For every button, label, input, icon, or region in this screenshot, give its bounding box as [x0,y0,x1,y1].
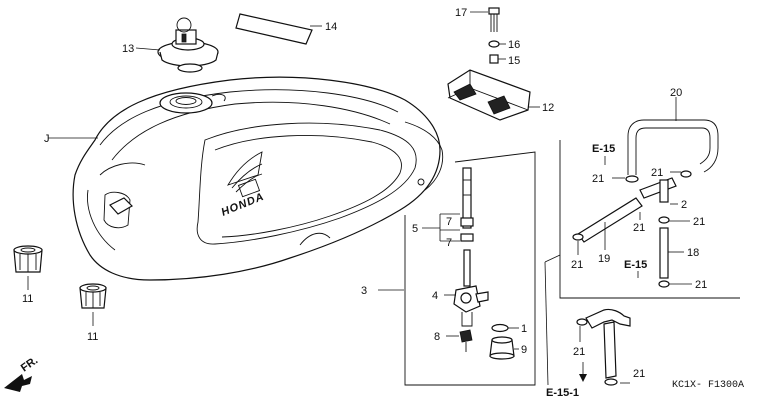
callout-1: 1 [521,323,527,335]
drawing-code: KC1X- F1300A [672,380,744,391]
callout-21d: 21 [571,259,583,271]
filter-cup [489,336,515,360]
front-arrow-icon [4,374,32,392]
three-way-joint [639,177,677,203]
fuel-tube-18 [659,227,669,279]
fuel-tube-19 [577,197,643,243]
callout-7a: 7 [446,237,452,249]
clip-21c [658,216,670,224]
callout-8: 8 [434,331,440,343]
callout-12: 12 [542,102,554,114]
fuel-cock-box [404,151,536,386]
breather-box [559,140,740,299]
callout-7b: 7 [446,216,452,228]
fuel-tank: HONDA [72,76,444,281]
drain-tube [585,308,631,386]
callout-9: 9 [521,344,527,356]
breather-tube [627,119,719,175]
callout-20: 20 [670,87,682,99]
tank-cushion-left [13,245,43,273]
leader-13 [135,47,161,51]
callout-j: J [44,133,50,145]
caution-label [235,13,313,45]
clip-21b [680,170,692,178]
callout-17: 17 [455,7,467,19]
clip-21d [572,233,584,241]
callout-2: 2 [681,199,687,211]
callout-4: 4 [432,290,438,302]
callout-21a: 21 [592,173,604,185]
tank-cushion-right [79,283,107,309]
callout-21b: 21 [651,167,663,179]
callout-13: 13 [122,43,134,55]
callout-21e: 21 [633,222,645,234]
callout-3: 3 [361,285,367,297]
clip-21g [576,318,588,326]
mounting-rubber [447,69,531,121]
callout-21g: 21 [573,346,585,358]
callout-11b: 11 [87,331,98,343]
cock-screw [459,329,473,352]
callout-16: 16 [508,39,520,51]
clip-21f [658,280,670,288]
reference-e15-top: E-15 [592,143,615,155]
connector-line [544,261,549,386]
callout-14: 14 [325,21,337,33]
callout-15: 15 [508,55,520,67]
callout-11a: 11 [22,293,33,305]
callout-21c: 21 [693,216,705,228]
reference-e15-1: E-15-1 [546,387,579,399]
honda-wing-emblem [227,151,263,198]
fuel-cock [453,167,489,327]
fuel-cap [157,17,219,73]
arrow-down-icon [579,374,587,382]
clip-21a [625,175,639,183]
callout-19: 19 [598,253,610,265]
reference-e15-mid: E-15 [624,259,647,271]
callout-21f: 21 [695,279,707,291]
callout-18: 18 [687,247,699,259]
callout-5: 5 [412,223,418,235]
o-ring [491,323,509,333]
callout-21h: 21 [633,368,645,380]
bolt-assembly [488,7,500,64]
front-marker: FR. [19,354,40,374]
